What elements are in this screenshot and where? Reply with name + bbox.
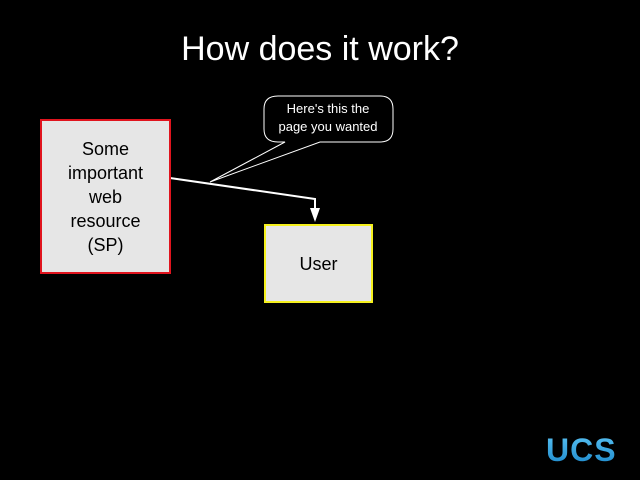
slide-title: How does it work?: [181, 30, 459, 68]
callout-line-1: Here's this the: [286, 101, 370, 116]
user-label: User: [299, 253, 338, 274]
arrow-head: [310, 208, 320, 222]
resource-label: Some important web resource (SP): [67, 138, 144, 255]
callout-text: Here's this the page you wanted: [263, 100, 393, 136]
callout-bubble: [209, 95, 394, 183]
callout-line-2: page you wanted: [278, 119, 378, 134]
resource-node: Some important web resource (SP): [40, 119, 171, 274]
arrow-line: [169, 177, 316, 210]
user-node: User: [264, 224, 373, 303]
ucs-logo: UCS: [546, 432, 617, 468]
